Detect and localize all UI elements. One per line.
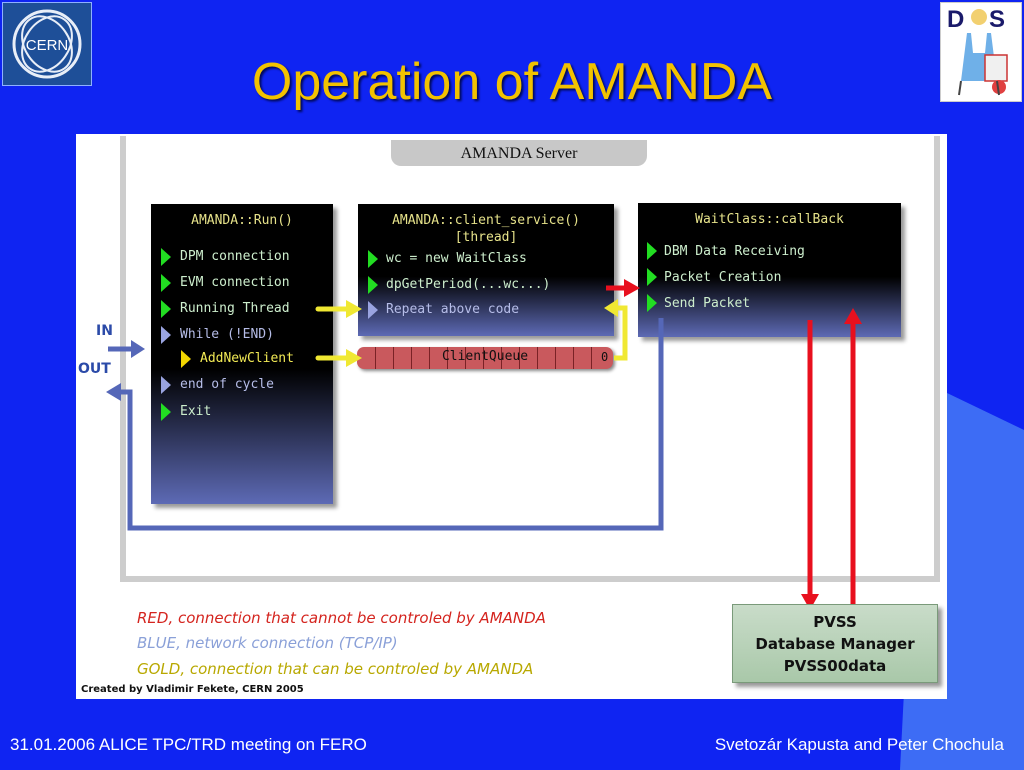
footer-left: 31.01.2006 ALICE TPC/TRD meeting on FERO <box>10 735 367 754</box>
arrow-marker-icon <box>161 274 171 292</box>
run-box: AMANDA::Run() DPM connection EVM connect… <box>151 204 333 504</box>
run-item-thread: Running Thread <box>180 301 290 316</box>
svg-text:CERN: CERN <box>26 37 69 54</box>
client-service-box: AMANDA::client_service() [thread] wc = n… <box>358 204 614 336</box>
in-label: IN <box>96 323 113 339</box>
arrow-marker-icon <box>161 248 171 266</box>
server-label: AMANDA Server <box>391 140 647 166</box>
wait-item-send-packet: Send Packet <box>664 296 751 311</box>
legend-red: RED, connection that cannot be controled… <box>137 609 546 627</box>
legend-blue-key: BLUE, <box>137 634 181 652</box>
client-item-dpgetperiod: dpGetPeriod(...wc...) <box>386 277 551 292</box>
legend-blue: BLUE, network connection (TCP/IP) <box>137 634 398 652</box>
arrow-marker-icon <box>161 300 171 318</box>
run-item-evm: EVM connection <box>180 275 290 290</box>
arrow-marker-icon <box>161 376 171 394</box>
credits: Created by Vladimir Fekete, CERN 2005 <box>81 684 304 695</box>
legend-gold: GOLD, connection that can be controled b… <box>137 660 533 678</box>
arrow-marker-icon <box>647 242 657 260</box>
client-box-title: AMANDA::client_service() <box>392 213 580 228</box>
wait-item-dbm: DBM Data Receiving <box>664 244 805 259</box>
client-queue <box>357 347 613 369</box>
arrow-marker-icon <box>368 301 378 319</box>
out-label: OUT <box>78 361 111 377</box>
wait-item-packet-creation: Packet Creation <box>664 270 782 285</box>
waitclass-box: WaitClass::callBack DBM Data Receiving P… <box>638 203 901 337</box>
arrow-marker-icon <box>368 250 378 268</box>
gold-queue-loop <box>614 305 628 361</box>
pvss-line-3: PVSS00data <box>783 657 887 675</box>
run-box-title: AMANDA::Run() <box>191 213 293 228</box>
legend-gold-text: connection that can be controled by AMAN… <box>185 660 534 678</box>
run-item-addnewclient: AddNewClient <box>200 351 294 366</box>
legend-blue-text: network connection (TCP/IP) <box>180 634 398 652</box>
svg-text:D: D <box>947 6 964 33</box>
run-item-dpm: DPM connection <box>180 249 290 264</box>
client-box-subtitle: [thread] <box>454 230 518 245</box>
legend-red-text: connection that cannot be controled by A… <box>173 609 546 627</box>
pvss-database-manager-box: PVSS Database Manager PVSS00data <box>732 604 938 683</box>
pvss-line-2: Database Manager <box>755 635 915 653</box>
arrow-marker-icon <box>368 276 378 294</box>
arrow-marker-icon <box>181 350 191 368</box>
arrow-marker-icon <box>647 268 657 286</box>
run-item-endofcycle: end of cycle <box>180 377 274 392</box>
dcs-logo: D S <box>940 2 1022 102</box>
client-queue-index: 0 <box>601 350 609 364</box>
arrow-marker-icon <box>161 326 171 344</box>
slide-title: Operation of AMANDA <box>251 53 773 111</box>
client-item-waitclass: wc = new WaitClass <box>386 251 527 266</box>
legend-gold-key: GOLD, <box>137 660 186 678</box>
arrow-marker-icon <box>161 403 171 421</box>
run-item-exit: Exit <box>180 404 212 419</box>
pvss-line-1: PVSS <box>813 613 857 631</box>
blue-network-line <box>120 318 664 531</box>
client-queue-label: ClientQueue <box>441 349 529 364</box>
client-item-repeat: Repeat above code <box>386 302 520 317</box>
out-arrow-icon <box>106 383 121 401</box>
arrow-marker-icon <box>647 294 657 312</box>
legend-red-key: RED, <box>137 609 174 627</box>
cern-logo: CERN <box>2 2 92 86</box>
wait-box-title: WaitClass::callBack <box>695 212 844 227</box>
svg-text:S: S <box>989 6 1005 33</box>
footer-right: Svetozár Kapusta and Peter Chochula <box>714 735 1004 754</box>
run-item-while: While (!END) <box>180 327 274 342</box>
